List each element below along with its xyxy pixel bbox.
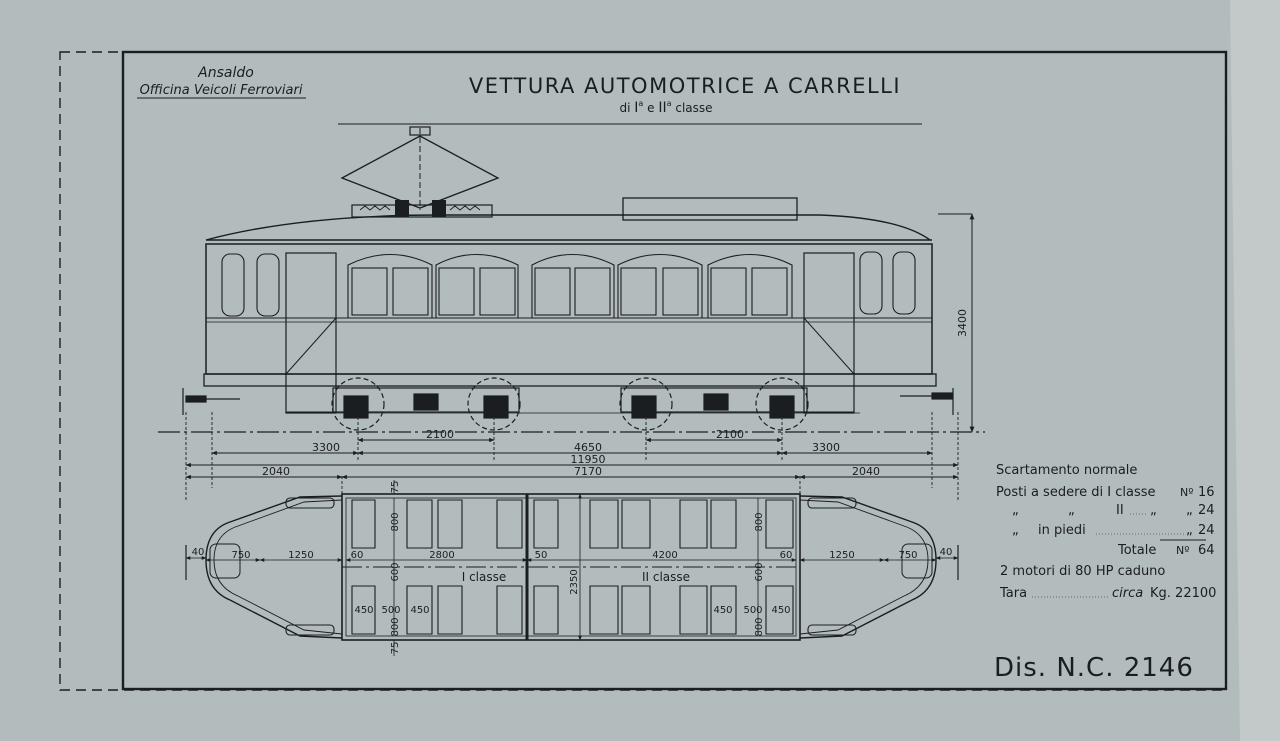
dim-2800: 2800 <box>429 550 454 561</box>
spec-row1-prefix: Nº <box>1180 486 1193 499</box>
class-2-label: II classe <box>642 570 690 584</box>
dim-75-bottom: 75 <box>390 642 401 655</box>
spec-total-value: 64 <box>1198 543 1215 558</box>
dim-overhang-left: 3300 <box>312 441 340 454</box>
spec-tara-label: Tara <box>999 586 1027 601</box>
dim-overhang-right: 3300 <box>812 441 840 454</box>
dim-seat-l3: 450 <box>410 605 429 616</box>
dim-75-top: 75 <box>390 481 401 494</box>
spec-total-label: Totale <box>1117 543 1156 558</box>
coupler-left <box>182 388 240 415</box>
spec-row2-q2: „ <box>1068 503 1075 518</box>
spec-tara-circa: circa <box>1112 586 1143 601</box>
spec-row2-q1: „ <box>1012 503 1019 518</box>
spec-row3-q2: „ <box>1186 523 1193 538</box>
spec-row2-value: 24 <box>1198 503 1215 518</box>
side-windows <box>347 253 793 319</box>
plan-dimension-values: 40 750 1250 60 2800 50 4200 60 1250 750 … <box>192 547 953 616</box>
dim-end-right: 2040 <box>852 465 880 478</box>
drawing-subtitle: di Ia e IIa classe <box>619 95 712 116</box>
dim-seat-r2: 500 <box>743 605 762 616</box>
spec-row3-q: „ <box>1012 523 1019 538</box>
pantograph <box>340 126 500 218</box>
spec-total-prefix: Nº <box>1176 544 1189 557</box>
dim-800-top-left: 800 <box>390 512 401 531</box>
spec-row3-label: in piedi <box>1038 523 1086 538</box>
dim-body-length: 7170 <box>574 465 602 478</box>
dim-800-top-right: 800 <box>754 512 765 531</box>
coupler-right <box>900 388 954 415</box>
dim-60-left: 60 <box>351 550 364 561</box>
drawing-title: VETTURA AUTOMOTRICE A CARRELLI <box>469 74 901 98</box>
spec-gauge: Scartamento normale <box>996 463 1137 478</box>
spec-row2-class: II <box>1116 503 1124 518</box>
seats-top-row <box>351 499 794 549</box>
dim-600-right: 600 <box>754 562 765 581</box>
spec-motors: 2 motori di 80 HP caduno <box>1000 564 1165 579</box>
spec-tara-value: Kg. 22100 <box>1150 586 1216 601</box>
dim-750-left: 750 <box>231 550 250 561</box>
drawing-number: Dis. N.C. 2146 <box>994 653 1194 683</box>
spec-row2-q3: „ <box>1150 503 1157 518</box>
dim-end-left: 2040 <box>262 465 290 478</box>
dimension-values: 2100 2100 3300 4650 3300 11950 2040 7170… <box>262 428 880 478</box>
dim-1250-left: 1250 <box>288 550 313 561</box>
bogie-right <box>619 377 809 431</box>
dim-seat-r1: 450 <box>713 605 732 616</box>
dim-800-bottom-left: 800 <box>390 617 401 636</box>
dim-50: 50 <box>535 550 548 561</box>
bogie-left <box>300 377 860 431</box>
dim-750-right: 750 <box>898 550 917 561</box>
dim-bogie-centers: 4650 <box>574 441 602 454</box>
spec-row2-q4: „ <box>1186 503 1193 518</box>
dim-4200: 4200 <box>652 550 677 561</box>
dim-seat-l2: 500 <box>381 605 400 616</box>
dim-60-right: 60 <box>780 550 793 561</box>
dim-bogie-wheelbase-left: 2100 <box>426 428 454 441</box>
height-dimension: 3400 <box>956 309 969 337</box>
inner-border <box>121 50 1228 691</box>
spec-row1-label: Posti a sedere di I classe <box>996 485 1156 500</box>
company-name: Ansaldo <box>197 65 254 81</box>
dim-width-2350: 2350 <box>569 569 580 594</box>
dim-800-bottom-right: 800 <box>754 617 765 636</box>
dim-bogie-wheelbase-right: 2100 <box>716 428 744 441</box>
roof <box>205 214 931 241</box>
paper-edge-shadow <box>1230 0 1280 741</box>
roof-vent <box>622 197 798 221</box>
spec-row3-value: 24 <box>1198 523 1215 538</box>
dim-length-over-buffers: 11950 <box>571 453 606 466</box>
seats-bottom-row <box>351 585 794 635</box>
side-elevation <box>158 126 985 433</box>
spec-row1-value: 16 <box>1198 485 1215 500</box>
title-block: Ansaldo Officina Veicoli Ferroviari VETT… <box>137 65 922 125</box>
dim-seat-l1: 450 <box>354 605 373 616</box>
plan-view <box>185 480 959 656</box>
dim-1250-right: 1250 <box>829 550 854 561</box>
dim-600-left: 600 <box>390 562 401 581</box>
underframe <box>203 373 937 387</box>
workshop-name: Officina Veicoli Ferroviari <box>140 83 303 98</box>
specs-table: Scartamento normale Posti a sedere di I … <box>996 463 1216 601</box>
class-1-label: I classe <box>462 570 507 584</box>
dimension-lines <box>185 412 959 500</box>
dim-seat-r3: 450 <box>771 605 790 616</box>
dim-40-right: 40 <box>940 547 953 558</box>
dim-40-left: 40 <box>192 547 205 558</box>
